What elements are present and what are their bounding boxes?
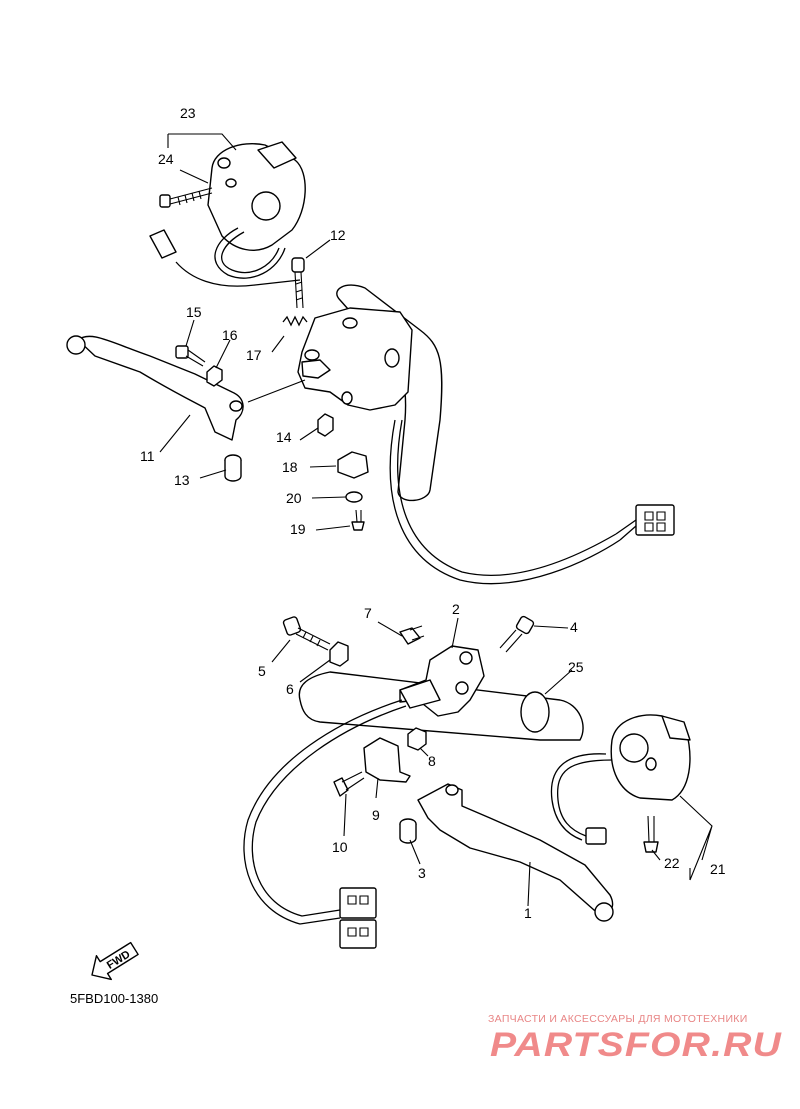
nut-16 [206,365,223,387]
clutch-lever-pivot [445,784,459,796]
callout-11: 11 [140,448,155,464]
callout-9: 9 [372,807,380,823]
switch-connector [149,229,177,259]
callout-14: 14 [276,429,292,445]
holder-boss [384,348,400,368]
upper-harness [389,419,621,585]
callout-6: 6 [286,681,294,697]
leaders-upper [159,133,351,531]
fwd-arrow: FWD [91,941,139,981]
holder-hole-bottom [341,391,353,405]
fwd-arrow-icon [91,941,139,981]
callout-18: 18 [282,459,298,475]
nut-14 [317,413,334,437]
screw-19 [351,509,365,531]
right-switch-hole [619,733,649,763]
nut-8 [407,727,427,751]
lower-assembly: 2 4 7 5 6 25 8 9 10 3 22 21 1 [243,601,726,949]
clutch-switch-9 [363,737,411,783]
upper-assembly: 23 24 12 15 16 17 11 14 18 13 20 19 [66,105,675,585]
upper-connector [635,504,675,536]
brake-switch-18 [337,451,369,479]
callout-23: 23 [180,105,196,121]
front-brake-lever [77,335,244,441]
switch-wire [214,227,286,279]
holder-hole-a [459,651,473,665]
holder-pivot-hole [304,349,320,361]
lower-connector-a [339,887,377,919]
switch-screw-hole [225,178,237,188]
callout-12: 12 [330,227,346,243]
callout-15: 15 [186,304,202,320]
callout-24: 24 [158,151,174,167]
holder-hole-b [455,681,469,695]
clutch-lever [417,783,614,914]
right-switch-wire [556,759,613,837]
right-switch-screw-hole [645,757,657,771]
leaders-lower [271,617,713,907]
callout-2: 2 [452,601,460,617]
holder-clamp [399,679,441,709]
collar-3 [399,818,417,844]
screw-24 [159,187,213,208]
nut-6 [329,641,349,667]
lever-ball-end [66,335,86,355]
lever-pivot-hole [229,400,243,412]
callout-19: 19 [290,521,306,537]
watermark-brand: PARTSFOR.RU [490,1026,783,1064]
diagram-code: 5FBD100-1380 [70,991,158,1006]
holder-lever-tab [301,359,331,379]
callout-20: 20 [286,490,302,506]
callout-4: 4 [570,619,578,635]
switch-handlebar-hole [251,191,281,221]
clutch-lever-ball-end [594,902,614,922]
switch-top-button [257,141,297,169]
switch-knob [217,157,231,169]
lower-harness [243,699,403,925]
right-switch-connector [585,827,607,845]
bolt-4 [499,615,535,653]
right-switch-button [661,715,691,741]
callout-13: 13 [174,472,190,488]
callout-10: 10 [332,839,348,855]
screw-22 [643,815,659,853]
callout-16: 16 [222,327,238,343]
callout-3: 3 [418,865,426,881]
callout-25: 25 [568,659,584,675]
holder-hole-top [342,317,358,329]
throttle-tube-end [520,691,550,733]
callout-5: 5 [258,663,266,679]
bolt-12 [291,257,305,309]
bolt-7 [399,625,425,645]
callout-7: 7 [364,605,372,621]
spring-17 [282,315,308,327]
watermark-tagline: ЗАПЧАСТИ И АКСЕССУАРЫ ДЛЯ МОТОТЕХНИКИ [488,1013,748,1025]
callout-22: 22 [664,855,680,871]
bolt-15 [175,345,206,367]
bolt-5 [282,616,331,651]
callout-17: 17 [246,347,262,363]
lower-connector-b [339,919,377,949]
collar-13 [224,454,242,482]
callout-1: 1 [524,905,532,921]
lever-holder-body [297,307,413,411]
callout-8: 8 [428,753,436,769]
callout-21: 21 [710,861,726,877]
washer-20 [345,491,363,503]
screw-10 [333,771,365,797]
